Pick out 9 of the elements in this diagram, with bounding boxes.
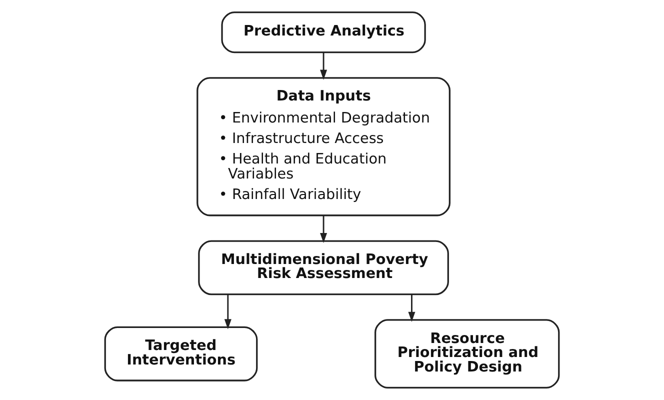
node-box: Targeted Interventions (104, 326, 258, 382)
arrow (320, 52, 328, 80)
node-box: Predictive Analytics (221, 12, 426, 54)
node-box: Resource Prioritization and Policy Design (374, 319, 560, 388)
arrow (408, 294, 416, 322)
node-box: Multidimensional Poverty Risk Assessment (198, 240, 449, 296)
node-box: Data Inputs • Environmental Degradation • Infrastructure Access • Health and Education Variables • Rainfall Variability (196, 77, 450, 216)
arrow (224, 294, 232, 330)
arrow (320, 216, 328, 244)
